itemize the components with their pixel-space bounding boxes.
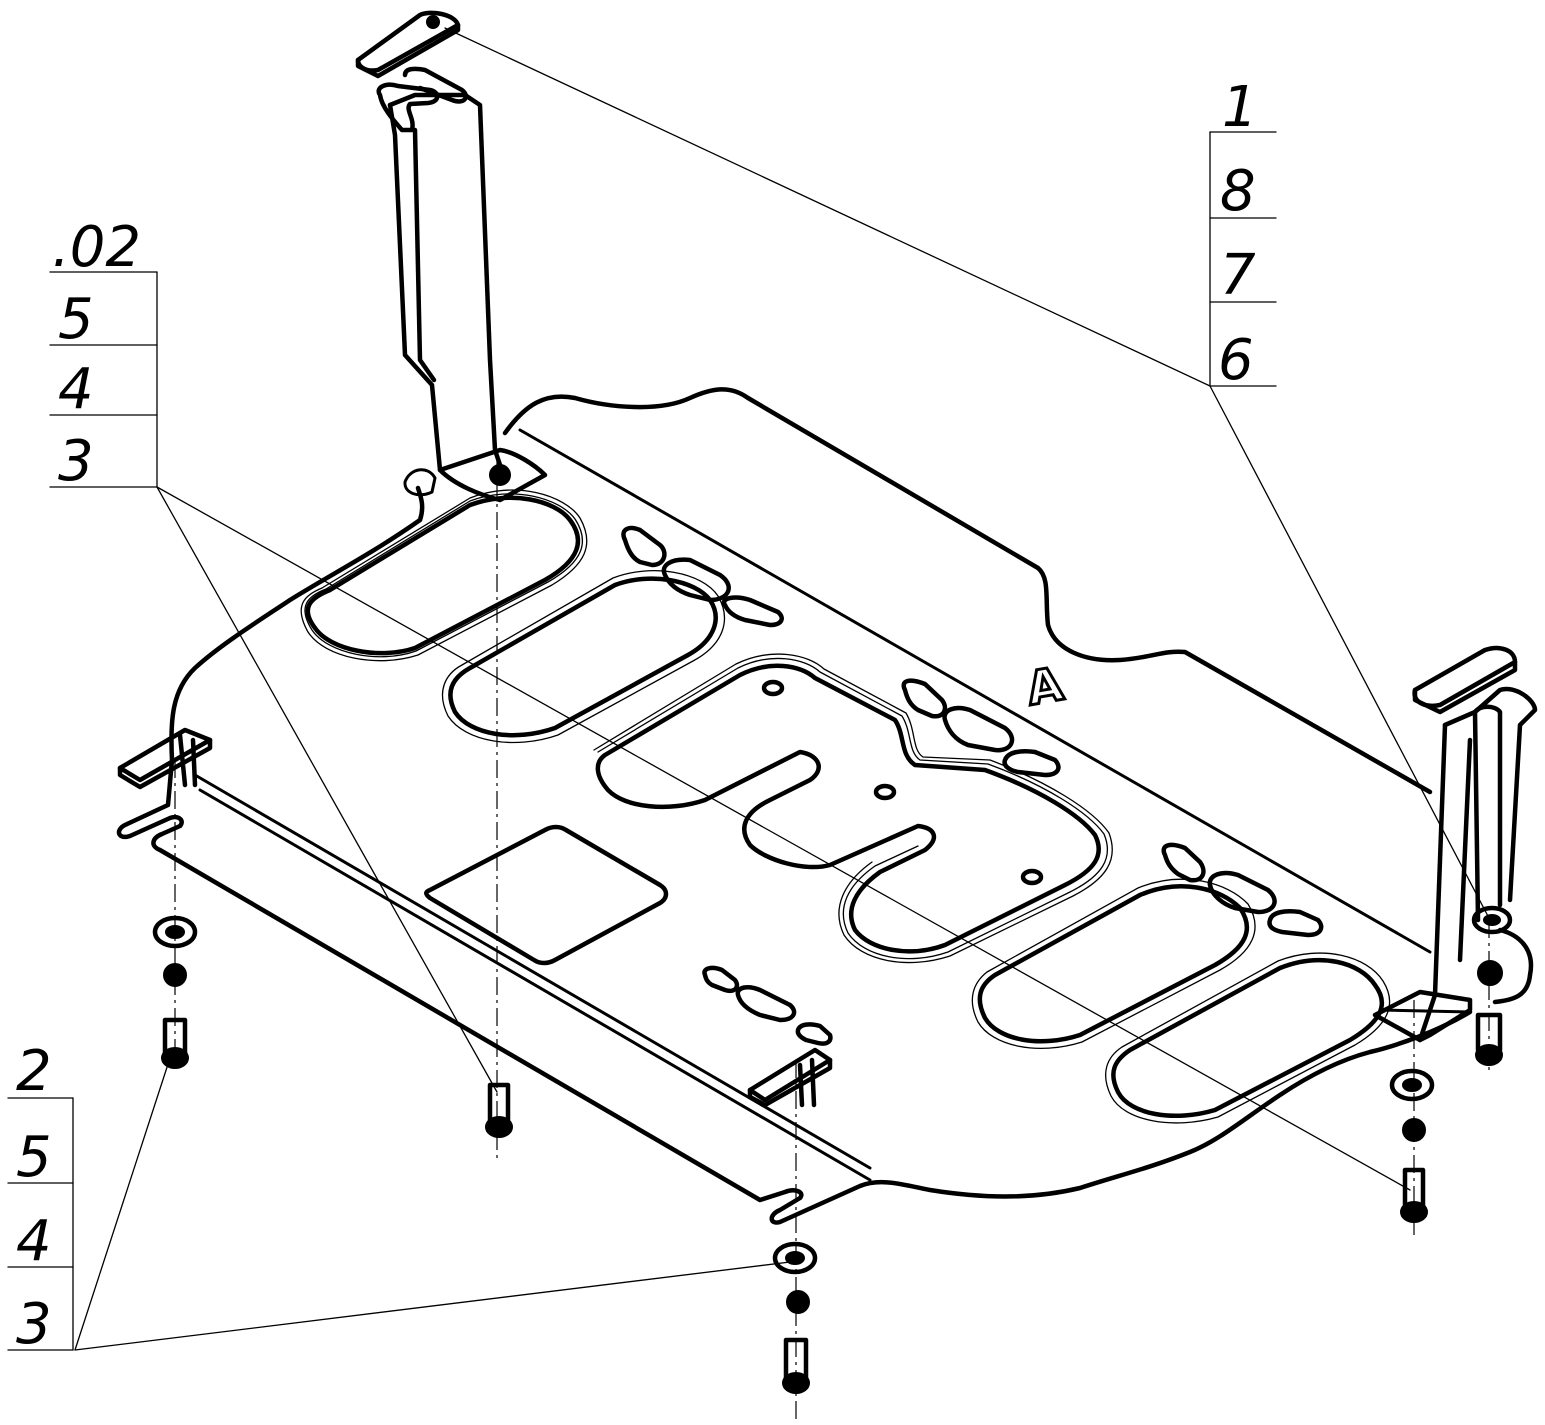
- leader-lines: [74, 27, 1491, 1351]
- slot-2: [661, 557, 731, 603]
- assembly-axis-lines: [174, 450, 1490, 1420]
- callout-top-left: .02 5 4 3: [49, 215, 158, 494]
- slot-6: [1002, 749, 1061, 778]
- opening-left-2: [441, 570, 726, 744]
- square-opening: [424, 824, 669, 966]
- fastener-set-center: [485, 1082, 513, 1138]
- opening-left-1: [300, 489, 588, 662]
- opening-right-2: [1105, 952, 1391, 1124]
- callout-bottom-left-4: 3: [16, 1292, 52, 1357]
- callout-top-left-4: 3: [58, 429, 94, 494]
- fastener-set-right: [1389, 1068, 1435, 1223]
- slot-5: [942, 705, 1015, 753]
- callout-top-right-4: 6: [1218, 328, 1254, 393]
- hole-2: [873, 783, 897, 801]
- callout-top-right: 1 8 7 6: [1209, 75, 1277, 393]
- callout-top-right-2: 8: [1220, 159, 1256, 224]
- slot-4: [901, 678, 948, 719]
- fastener-set-front: [772, 1241, 818, 1394]
- callout-top-left-3: 4: [58, 357, 94, 422]
- opening-center-w: [593, 653, 1113, 964]
- callout-bottom-left-1: 2: [16, 1039, 52, 1104]
- skid-plate: A: [116, 387, 1534, 1225]
- hole-1: [761, 679, 785, 697]
- slot-10: [702, 965, 740, 993]
- front-left-bracket: [117, 727, 213, 790]
- front-right-bracket: [747, 1047, 833, 1108]
- plate-letter-mark: A: [1023, 656, 1068, 715]
- callout-top-right-3: 7: [1220, 243, 1256, 308]
- slot-8: [1207, 870, 1277, 915]
- callout-bottom-left-3: 4: [16, 1209, 52, 1274]
- callout-top-left-1: .02: [52, 215, 141, 280]
- plate-outline: [116, 387, 1534, 1225]
- slot-11: [735, 985, 797, 1023]
- slot-1: [621, 525, 667, 568]
- callout-top-right-1: 1: [1222, 75, 1258, 140]
- right-rear-bracket: [1372, 645, 1538, 1066]
- left-tab: [403, 468, 437, 497]
- left-rear-bracket: [355, 10, 548, 503]
- hole-3: [1020, 868, 1044, 886]
- slot-9: [1267, 909, 1324, 938]
- callout-bottom-left: 2 5 4 3: [7, 1039, 74, 1357]
- plate-back-edge: [518, 428, 1472, 1014]
- slot-12: [795, 1022, 833, 1046]
- callout-bottom-left-2: 5: [16, 1125, 52, 1190]
- callout-top-left-2: 5: [58, 287, 94, 352]
- slot-3: [721, 595, 784, 628]
- slot-7: [1161, 842, 1206, 883]
